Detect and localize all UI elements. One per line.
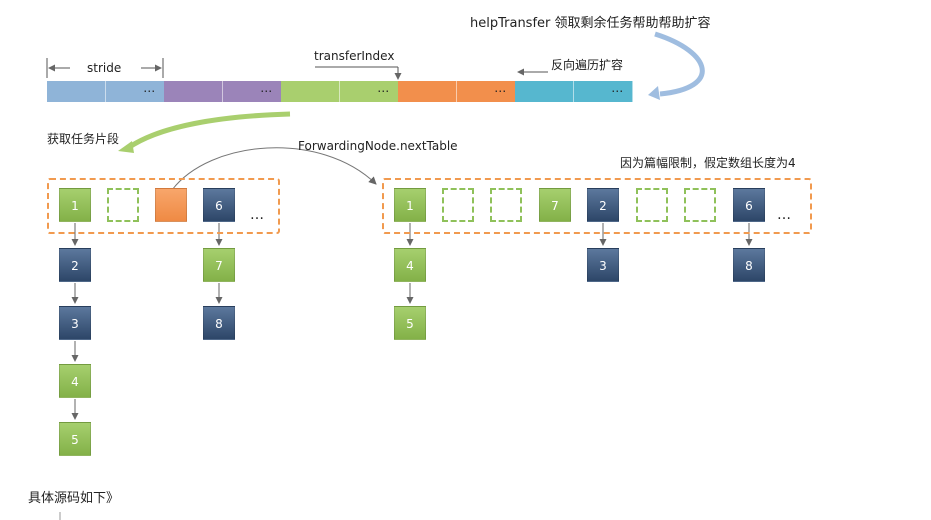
array-segment	[544, 81, 575, 102]
array-segment	[193, 81, 224, 102]
new-chain-node: 4	[394, 248, 426, 282]
array-segment	[573, 81, 604, 102]
old-table-slot	[155, 188, 187, 222]
source-code-footer: 具体源码如下》	[28, 491, 120, 506]
array-segment	[164, 81, 194, 102]
array-segment	[427, 81, 458, 102]
old-table-slot: 6	[203, 188, 235, 222]
new-table-box	[382, 178, 812, 234]
array-segment: …	[251, 81, 282, 102]
array-segment: …	[602, 81, 633, 102]
new-table-slot: 1	[394, 188, 426, 222]
array-segment	[222, 81, 253, 102]
stride-bracket	[46, 58, 164, 78]
reverse-traversal-label: 反向遍历扩容	[551, 58, 624, 72]
old-table-box	[47, 178, 280, 234]
array-segment	[76, 81, 107, 102]
transfer-index-label: transferIndex	[314, 49, 395, 63]
help-transfer-label: helpTransfer 领取剩余任务帮助帮助扩容	[470, 16, 711, 31]
array-segment	[515, 81, 545, 102]
new-table-slot	[490, 188, 522, 222]
array-segment	[105, 81, 136, 102]
get-task-curve	[126, 111, 291, 151]
new-table-slot	[636, 188, 668, 222]
new-chain-lines	[406, 223, 753, 304]
array-length-note: 因为篇幅限制，假定数组长度为4	[620, 156, 796, 170]
array-segment: …	[134, 81, 165, 102]
old-chain-node: 4	[59, 364, 91, 398]
new-table-slot	[442, 188, 474, 222]
get-task-arrowhead	[118, 141, 134, 153]
forwarding-arc	[171, 147, 377, 191]
array-segment	[339, 81, 370, 102]
array-segment	[47, 81, 77, 102]
old-chain-node: 2	[59, 248, 91, 282]
old-chain-node: 8	[203, 306, 235, 340]
help-transfer-arrowhead	[648, 86, 660, 100]
new-chain-node: 5	[394, 306, 426, 340]
new-table-slot	[684, 188, 716, 222]
stride-label: stride	[87, 61, 122, 75]
array-segment	[398, 81, 428, 102]
new-table-slot: 7	[539, 188, 571, 222]
array-segment: …	[368, 81, 399, 102]
old-table-slot: 1	[59, 188, 91, 222]
old-table-slot	[107, 188, 139, 222]
old-table-ellipsis: …	[250, 207, 264, 223]
help-transfer-curve	[654, 31, 705, 97]
array-segment	[281, 81, 311, 102]
new-table-slot: 6	[733, 188, 765, 222]
array-segment: …	[485, 81, 516, 102]
old-chain-node: 5	[59, 422, 91, 456]
old-chain-node: 7	[203, 248, 235, 282]
new-chain-node: 8	[733, 248, 765, 282]
new-chain-node: 3	[587, 248, 619, 282]
forwarding-node-label: ForwardingNode.nextTable	[298, 139, 458, 153]
old-chain-node: 3	[59, 306, 91, 340]
array-segment	[310, 81, 341, 102]
old-chain-lines	[71, 223, 223, 420]
new-table-slot: 2	[587, 188, 619, 222]
new-table-ellipsis: …	[777, 207, 791, 223]
get-task-label: 获取任务片段	[47, 132, 120, 146]
transfer-index-marker	[315, 66, 402, 80]
array-segment	[456, 81, 487, 102]
